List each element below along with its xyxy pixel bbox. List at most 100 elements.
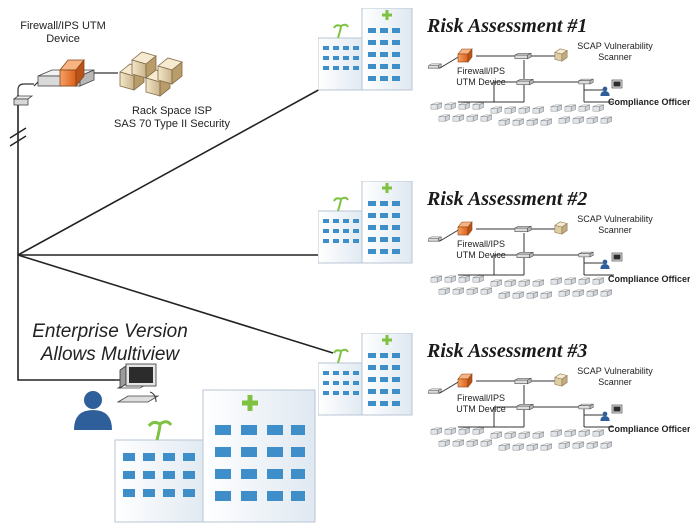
site-scap-label-line1: SCAP Vulnerability — [577, 41, 653, 51]
site-scanner-box — [554, 373, 568, 387]
workstation-icon — [526, 118, 538, 126]
site-scap-label-line1: SCAP Vulnerability — [577, 214, 653, 224]
workstation-icon — [558, 289, 570, 297]
workstation-icon — [550, 277, 562, 285]
workstation-icon — [504, 279, 516, 287]
site-scap-label-line1: SCAP Vulnerability — [577, 366, 653, 376]
site-router — [428, 63, 442, 69]
workstation-icon — [458, 102, 470, 110]
workstation-icon — [550, 104, 562, 112]
site-building — [318, 8, 414, 92]
site-distribution-switch — [578, 403, 594, 410]
site-building — [318, 333, 414, 417]
isp-label: Rack Space ISP SAS 70 Type II Security — [108, 105, 236, 131]
site-firewall-label-line1: Firewall/IPS — [456, 239, 505, 249]
site-network — [318, 333, 623, 451]
workstation-icon — [466, 114, 478, 122]
site-workstations — [430, 102, 612, 126]
site-title: Risk Assessment #3 — [427, 340, 588, 362]
workstation-icon — [532, 106, 544, 114]
workstation-icon — [540, 118, 552, 126]
enterprise-caption: Enterprise Version Allows Multiview — [20, 320, 200, 366]
workstation-icon — [438, 114, 450, 122]
workstation-icon — [578, 104, 590, 112]
site-scap-label-line2: Scanner — [598, 52, 632, 62]
site-firewall-label-line1: Firewall/IPS — [456, 393, 505, 403]
workstation-icon — [444, 102, 456, 110]
site-firewall-device — [457, 221, 473, 236]
workstation-icon — [504, 106, 516, 114]
workstation-icon — [518, 106, 530, 114]
workstation-icon — [504, 431, 516, 439]
site-firewall-label: Firewall/IPS UTM Device — [450, 239, 512, 261]
workstation-icon — [512, 118, 524, 126]
hq-firewall-device — [59, 58, 85, 88]
workstation-icon — [540, 291, 552, 299]
workstation-icon — [430, 102, 442, 110]
site-firewall-label-line1: Firewall/IPS — [456, 66, 505, 76]
site-firewall-label-line2: UTM Device — [456, 404, 506, 414]
hq-server-cluster — [119, 51, 183, 97]
isp-label-line1: Rack Space ISP — [131, 105, 213, 117]
site-network — [318, 181, 623, 299]
workstation-icon — [586, 116, 598, 124]
workstation-icon — [438, 287, 450, 295]
enterprise-caption-line2: Allows Multiview — [40, 344, 180, 365]
site-firewall-label: Firewall/IPS UTM Device — [450, 393, 512, 415]
workstation-icon — [572, 441, 584, 449]
workstation-icon — [480, 114, 492, 122]
site-core-switch — [514, 225, 532, 233]
site-workstations — [430, 275, 612, 299]
workstation-icon — [498, 443, 510, 451]
site-network — [318, 8, 623, 126]
workstation-icon — [452, 114, 464, 122]
site-router — [428, 236, 442, 242]
workstation-icon — [512, 443, 524, 451]
workstation-icon — [526, 291, 538, 299]
workstation-icon — [490, 279, 502, 287]
site-distribution-switch — [578, 78, 594, 85]
workstation-icon — [518, 279, 530, 287]
workstation-icon — [518, 431, 530, 439]
site-firewall-label-line2: UTM Device — [456, 250, 506, 260]
site-workstations — [430, 427, 612, 451]
workstation-icon — [586, 441, 598, 449]
officer-icon — [600, 86, 610, 96]
wan-links — [9, 81, 334, 381]
hq-firewall-label-line2: Device — [46, 33, 80, 45]
workstation-icon — [564, 429, 576, 437]
hq-firewall-label-line1: Firewall/IPS UTM — [20, 20, 106, 32]
officer-monitor-icon — [611, 79, 623, 89]
workstation-icon — [458, 427, 470, 435]
workstation-icon — [532, 279, 544, 287]
site-distribution-switch — [578, 251, 594, 258]
workstation-icon — [472, 275, 484, 283]
workstation-icon — [490, 431, 502, 439]
workstation-icon — [572, 289, 584, 297]
workstation-icon — [490, 106, 502, 114]
workstation-icon — [600, 116, 612, 124]
workstation-icon — [498, 291, 510, 299]
site-scanner-box — [554, 221, 568, 235]
workstation-icon — [452, 439, 464, 447]
workstation-icon — [438, 439, 450, 447]
workstation-icon — [498, 118, 510, 126]
workstation-icon — [458, 275, 470, 283]
risk-assessment-sites — [318, 8, 623, 451]
officer-icon — [600, 411, 610, 421]
workstation-icon — [600, 441, 612, 449]
site-title: Risk Assessment #1 — [427, 15, 588, 37]
site-distribution-switch — [516, 78, 534, 86]
hq-firewall-label: Firewall/IPS UTM Device — [14, 20, 112, 46]
site-scap-label-line2: Scanner — [598, 377, 632, 387]
site-scap-label-line2: Scanner — [598, 225, 632, 235]
workstation-icon — [466, 439, 478, 447]
site-distribution-switch — [516, 403, 534, 411]
workstation-icon — [444, 275, 456, 283]
workstation-icon — [572, 116, 584, 124]
officer-monitor-icon — [611, 404, 623, 414]
site-router — [428, 388, 442, 394]
workstation-icon — [480, 287, 492, 295]
workstation-icon — [600, 289, 612, 297]
